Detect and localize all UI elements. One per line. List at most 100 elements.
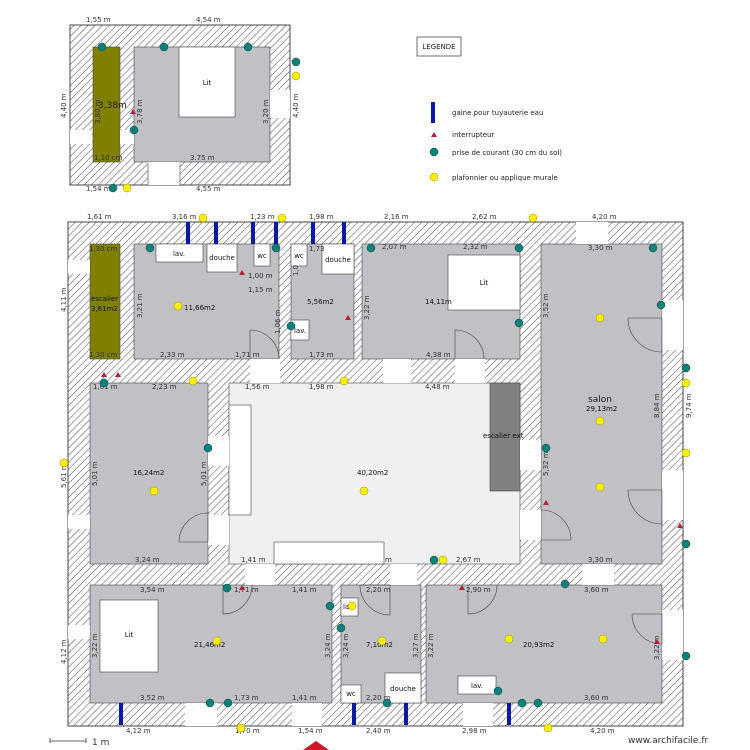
svg-text:1,30 cm: 1,30 cm bbox=[89, 351, 118, 359]
svg-text:wc: wc bbox=[257, 252, 267, 260]
upper-bed-label: Lit bbox=[203, 79, 212, 87]
svg-text:1,55 m: 1,55 m bbox=[86, 16, 111, 24]
switch-icon bbox=[101, 372, 107, 377]
legend-item-switch: interrupteur bbox=[452, 131, 494, 139]
svg-text:2,32 m: 2,32 m bbox=[463, 243, 488, 251]
wc-b bbox=[290, 243, 308, 267]
svg-text:escalier ext: escalier ext bbox=[483, 432, 524, 440]
legend-item-light: plafonnier ou applique murale bbox=[452, 174, 558, 182]
svg-text:1,10 cm: 1,10 cm bbox=[94, 154, 123, 162]
wc-f bbox=[340, 684, 362, 704]
svg-text:Lit: Lit bbox=[125, 631, 134, 639]
svg-text:16,24m2: 16,24m2 bbox=[133, 469, 164, 477]
upper-stair bbox=[92, 46, 121, 163]
light-icon bbox=[595, 482, 605, 492]
light-icon bbox=[543, 723, 553, 733]
water-duct-icon bbox=[274, 222, 278, 244]
outlet-icon bbox=[271, 243, 281, 253]
svg-text:1,98 m: 1,98 m bbox=[309, 383, 334, 391]
svg-text:1,23 m: 1,23 m bbox=[250, 213, 275, 221]
svg-text:3,20 m: 3,20 m bbox=[262, 99, 270, 124]
outlet-icon bbox=[159, 42, 169, 52]
svg-text:1,54 m: 1,54 m bbox=[298, 727, 323, 735]
svg-text:4,20 m: 4,20 m bbox=[590, 727, 615, 735]
svg-text:29,13m2: 29,13m2 bbox=[586, 405, 617, 413]
svg-text:1,30 cm: 1,30 cm bbox=[89, 245, 118, 253]
svg-text:5,01 m: 5,01 m bbox=[91, 461, 99, 486]
water-duct-icon bbox=[119, 703, 123, 725]
upper-area: 3,38m bbox=[98, 101, 127, 111]
svg-text:3,60 m: 3,60 m bbox=[584, 694, 609, 702]
svg-text:3,27 m: 3,27 m bbox=[412, 633, 420, 658]
water-duct-icon bbox=[404, 703, 408, 725]
bed-e bbox=[99, 599, 159, 673]
svg-text:1,15 m: 1,15 m bbox=[248, 286, 273, 294]
switch-icon bbox=[239, 270, 245, 275]
switch-icon bbox=[431, 132, 437, 137]
outlet-icon bbox=[223, 698, 233, 708]
outlet-icon bbox=[517, 698, 527, 708]
light-icon bbox=[681, 448, 691, 458]
svg-text:7,10m2: 7,10m2 bbox=[366, 641, 393, 649]
svg-text:3,78 m: 3,78 m bbox=[136, 99, 144, 124]
lav-a bbox=[155, 243, 204, 263]
svg-text:3,61m2: 3,61m2 bbox=[91, 305, 118, 313]
water-duct-icon bbox=[507, 703, 511, 725]
upper-opening bbox=[148, 162, 180, 185]
svg-text:1,41 m: 1,41 m bbox=[292, 586, 317, 594]
svg-text:2,20 m: 2,20 m bbox=[366, 586, 391, 594]
svg-text:5,32 m: 5,32 m bbox=[542, 451, 550, 476]
scale-label: 1 m bbox=[92, 738, 109, 748]
bed-c bbox=[447, 254, 521, 311]
credit-text: www.archifacile.fr bbox=[628, 736, 708, 746]
outlet-icon bbox=[291, 57, 301, 67]
upper-opening bbox=[70, 130, 92, 144]
water-duct-icon bbox=[186, 222, 190, 244]
svg-text:Lit: Lit bbox=[480, 279, 489, 287]
svg-text:3,22 m: 3,22 m bbox=[363, 295, 371, 320]
svg-text:3,80 m: 3,80 m bbox=[94, 99, 102, 124]
legend-title: LEGENDE bbox=[422, 43, 455, 51]
outlet-icon bbox=[533, 698, 543, 708]
svg-text:4,11 m: 4,11 m bbox=[60, 287, 68, 312]
svg-text:douche: douche bbox=[325, 256, 351, 264]
light-icon bbox=[339, 376, 349, 386]
hall-stair-ext bbox=[489, 382, 521, 492]
outlet-icon bbox=[243, 42, 253, 52]
water-duct-icon bbox=[352, 703, 356, 725]
light-icon bbox=[595, 416, 605, 426]
light-icon bbox=[188, 376, 198, 386]
outlet-icon bbox=[203, 443, 213, 453]
outlet-icon bbox=[222, 583, 232, 593]
light-icon bbox=[429, 172, 439, 182]
svg-text:m: m bbox=[385, 556, 392, 564]
svg-text:1,41 m: 1,41 m bbox=[292, 694, 317, 702]
light-icon bbox=[173, 301, 183, 311]
light-icon bbox=[377, 636, 387, 646]
legend: LEGENDE gaine pour tuyauterie eau interr… bbox=[416, 36, 562, 182]
upper-opening bbox=[270, 90, 290, 118]
switch-icon bbox=[130, 109, 136, 114]
svg-text:lav.: lav. bbox=[294, 327, 306, 335]
svg-text:4,54 m: 4,54 m bbox=[196, 16, 221, 24]
svg-text:9,74 m: 9,74 m bbox=[685, 393, 693, 418]
svg-text:8,84 m: 8,84 m bbox=[653, 393, 661, 418]
svg-text:3,16 m: 3,16 m bbox=[172, 213, 197, 221]
svg-text:4,12 m: 4,12 m bbox=[126, 727, 151, 735]
light-icon bbox=[347, 601, 357, 611]
outlets bbox=[97, 42, 691, 708]
upper-building: Lit 3,38m bbox=[69, 24, 291, 186]
svg-text:2,20 m: 2,20 m bbox=[366, 694, 391, 702]
outlet-icon bbox=[681, 651, 691, 661]
svg-text:1,98 m: 1,98 m bbox=[309, 213, 334, 221]
svg-text:4,38 m: 4,38 m bbox=[426, 351, 451, 359]
room-escalier bbox=[89, 243, 121, 360]
lights bbox=[59, 71, 691, 733]
svg-text:1,00 m: 1,00 m bbox=[248, 272, 273, 280]
light-icon bbox=[122, 183, 132, 193]
svg-text:1,70 m: 1,70 m bbox=[235, 727, 260, 735]
svg-text:3,22 m: 3,22 m bbox=[91, 633, 99, 658]
light-icon bbox=[236, 723, 246, 733]
svg-text:2,62 m: 2,62 m bbox=[472, 213, 497, 221]
